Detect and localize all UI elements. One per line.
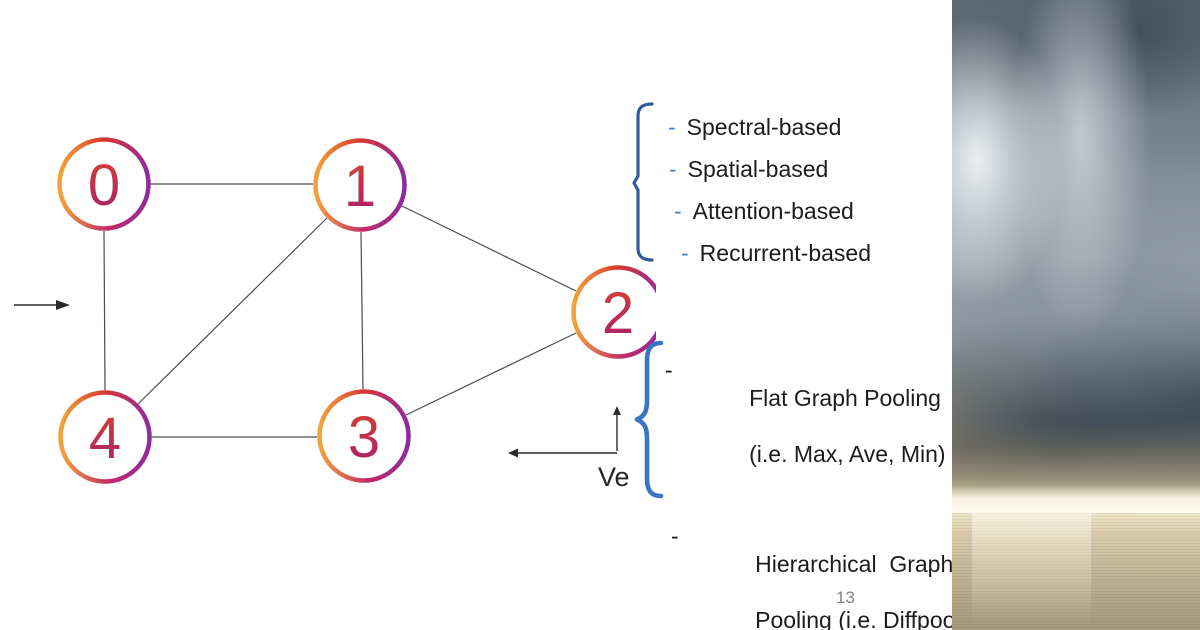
- bullet-dash: -: [665, 357, 673, 383]
- photo-sky-clouds: [952, 0, 1200, 500]
- bullet-dash: -: [681, 239, 689, 266]
- edge-1-2: [401, 205, 577, 292]
- pooling-label: Flat Graph Pooling (i.e. Max, Ave, Min): [698, 356, 946, 496]
- edge-1-3: [360, 231, 364, 390]
- pooling-line1: Hierarchical Graph: [755, 551, 954, 577]
- bullet-dash: -: [671, 523, 679, 549]
- pooling-line2: (i.e. Max, Ave, Min): [749, 441, 946, 467]
- list-item: -Recurrent-based: [668, 232, 871, 274]
- node-2-label: 2: [602, 281, 634, 346]
- elbow-arrow: [508, 406, 621, 458]
- list-item: -Attention-based: [668, 190, 871, 232]
- bullet-dash: -: [668, 113, 676, 140]
- list-item: - Hierarchical Graph Pooling (i.e. Diffp…: [665, 522, 968, 630]
- photo-sun-reflection: [971, 513, 1091, 630]
- list-item: - Flat Graph Pooling (i.e. Max, Ave, Min…: [665, 356, 968, 496]
- node-3-label: 3: [348, 405, 380, 470]
- storm-sea-photo: [952, 0, 1200, 630]
- node-0-label: 0: [88, 153, 120, 218]
- graph-node-0: 0: [57, 137, 151, 231]
- gnn-types-list: -Spectral-based -Spatial-based -Attentio…: [668, 106, 871, 274]
- graph-node-2: 2: [571, 265, 656, 359]
- edge-1-4: [137, 217, 328, 405]
- gnn-type-label: Recurrent-based: [699, 239, 871, 266]
- page-number: 13: [836, 588, 855, 607]
- bullet-dash: -: [669, 155, 677, 182]
- list-item: -Spectral-based: [668, 106, 871, 148]
- gnn-type-label: Attention-based: [692, 197, 854, 224]
- graph-node-4: 4: [58, 390, 152, 484]
- graph-node-3: 3: [317, 389, 411, 483]
- photo-horizon-glow: [952, 485, 1200, 515]
- pooling-list: - Flat Graph Pooling (i.e. Max, Ave, Min…: [665, 356, 968, 630]
- input-arrow: [14, 300, 70, 310]
- graph-edges: [103, 183, 577, 438]
- clipped-text-label: Ve: [598, 462, 630, 492]
- node-1-label: 1: [344, 154, 376, 219]
- pooling-line1: Flat Graph Pooling: [749, 385, 941, 411]
- node-4-label: 4: [89, 406, 121, 471]
- edge-0-4: [103, 230, 106, 391]
- pooling-brace: [634, 340, 664, 499]
- list-item: -Spatial-based: [668, 148, 871, 190]
- edge-2-3: [405, 332, 577, 416]
- bullet-dash: -: [674, 197, 682, 224]
- gnn-type-label: Spatial-based: [687, 155, 829, 182]
- graph-node-1: 1: [313, 138, 407, 232]
- graph-diagram: 0 1 2 3 4: [14, 102, 664, 499]
- gnn-types-bracket: [632, 102, 654, 262]
- gnn-type-label: Spectral-based: [686, 113, 842, 140]
- pooling-label: Hierarchical Graph Pooling (i.e. Diffpoo…: [704, 522, 968, 630]
- pooling-line2: Pooling (i.e. Diffpool): [755, 607, 969, 630]
